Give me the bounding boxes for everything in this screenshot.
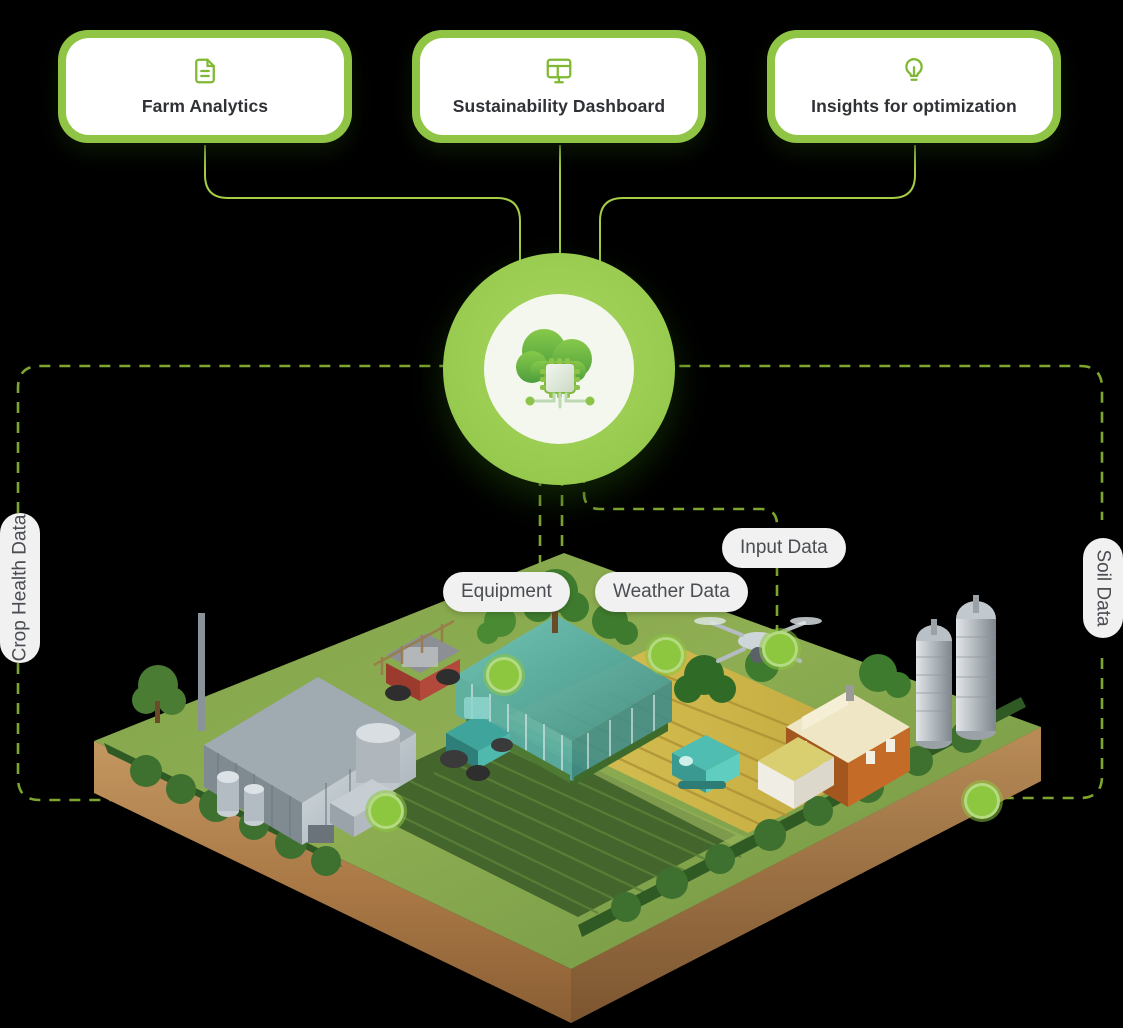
pill-input-data[interactable]: Input Data: [722, 528, 846, 568]
harvester-robot: [672, 735, 740, 793]
sensor-marker-crop-health[interactable]: [368, 793, 404, 829]
hub-core: [484, 294, 634, 444]
barn-structure: [198, 613, 416, 845]
card-inner: Farm Analytics: [66, 38, 344, 135]
tractor: [440, 697, 513, 781]
lightbulb-icon: [905, 58, 923, 81]
pill-label: Equipment: [461, 581, 552, 602]
pill-equipment[interactable]: Equipment: [443, 572, 570, 612]
cloud-chip-icon: [516, 329, 595, 409]
card-farm-analytics[interactable]: Farm Analytics: [58, 30, 352, 143]
card-inner: Sustainability Dashboard: [420, 38, 698, 135]
farmhouse: [758, 685, 910, 809]
farm-illustration: [86, 545, 1041, 1023]
card-inner: Insights for optimization: [775, 38, 1053, 135]
pill-label: Input Data: [740, 537, 828, 558]
card-sustainability-dashboard[interactable]: Sustainability Dashboard: [412, 30, 706, 143]
card-label: Sustainability Dashboard: [452, 96, 666, 116]
pill-label: Soil Data: [1093, 549, 1115, 627]
sensor-marker-soil[interactable]: [964, 783, 1000, 819]
central-cloud-hub[interactable]: [443, 253, 675, 485]
card-insights-for-optimization[interactable]: Insights for optimization: [767, 30, 1061, 143]
pill-weather-data[interactable]: Weather Data: [595, 572, 748, 612]
sensor-marker-equipment[interactable]: [486, 657, 522, 693]
pill-crop-health-data[interactable]: Crop Health Data: [0, 513, 40, 663]
dashboard-monitor-icon: [546, 58, 572, 84]
card-label: Farm Analytics: [141, 96, 269, 116]
grain-silos: [916, 595, 996, 749]
pill-label: Weather Data: [613, 581, 730, 602]
isometric-farm-scene: [94, 553, 1041, 1023]
card-label: Insights for optimization: [811, 96, 1017, 116]
sensor-marker-weather[interactable]: [648, 637, 684, 673]
document-report-icon: [195, 58, 215, 84]
sensor-marker-input-data[interactable]: [762, 631, 798, 667]
pill-label: Crop Health Data: [9, 514, 31, 662]
pill-soil-data[interactable]: Soil Data: [1083, 538, 1123, 638]
